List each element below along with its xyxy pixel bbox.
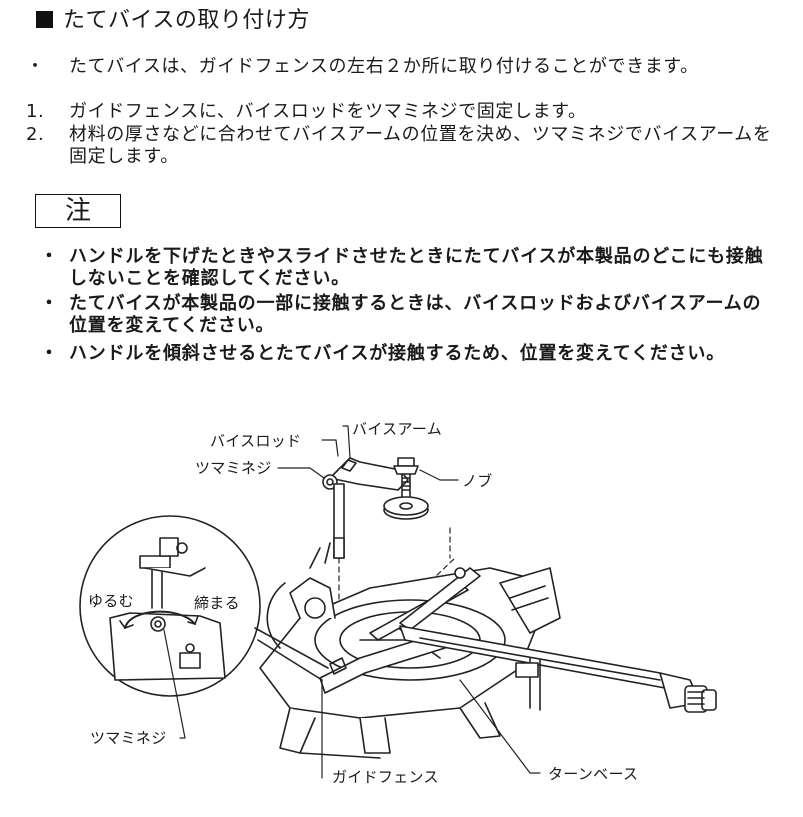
caution-text: たてバイスが本製品の一部に接触するときは、バイスロッドおよびバイスアームの位置を… <box>69 293 762 336</box>
label-tighten: 締まる <box>194 594 240 612</box>
label-loosen: ゆるむ <box>88 592 134 610</box>
label-vise-rod: バイスロッド <box>210 432 302 450</box>
section-title: たてバイスの取り付け方 <box>36 6 310 36</box>
title-square-icon <box>36 11 53 28</box>
step-2: 2. 材料の厚さなどに合わせてバイスアームの位置を決め、ツマミネジでバイスアーム… <box>26 124 776 168</box>
leader-lines <box>163 425 541 779</box>
step-text: たてバイスは、ガイドフェンスの左右２か所に取り付けることができます。 <box>69 56 699 77</box>
label-knob: ノブ <box>462 472 493 490</box>
label-knob-screw-top: ツマミネジ <box>195 459 272 477</box>
section-title-text: たてバイスの取り付け方 <box>63 8 310 33</box>
step-1: 1. ガイドフェンスに、バイスロッドをツマミネジで固定します。 <box>26 101 776 123</box>
caution-text: ハンドルを下げたときやスライドさせたときにたてバイスが本製品のどこにも接触しない… <box>69 246 764 289</box>
caution-item: ・ ハンドルを傾斜させるとたてバイスが接触するため、位置を変えてください。 <box>26 343 776 365</box>
vise-installation-figure: バイスロッド バイスアーム ツマミネジ ノブ ゆるむ 締まる ツマミネジ ガイド… <box>60 418 760 813</box>
step-text: ガイドフェンスに、バイスロッドをツマミネジで固定します。 <box>69 101 587 122</box>
label-turn-base: ターンベース <box>548 765 639 783</box>
step-mark: 1. <box>26 101 45 122</box>
label-knob-screw-bottom: ツマミネジ <box>90 729 167 747</box>
caution-text: ハンドルを傾斜させるとたてバイスが接触するため、位置を変えてください。 <box>69 343 726 364</box>
step-mark: 2. <box>26 124 45 145</box>
caution-mark: ・ <box>40 343 59 364</box>
label-guide-fence: ガイドフェンス <box>332 768 439 786</box>
caution-label: 注 <box>35 194 121 228</box>
machine-body-drawing <box>259 542 717 759</box>
caution-item: ・ たてバイスが本製品の一部に接触するときは、バイスロッドおよびバイスアームの位… <box>26 293 776 337</box>
vise-assembly-drawing <box>322 457 429 559</box>
step-text: 材料の厚さなどに合わせてバイスアームの位置を決め、ツマミネジでバイスアームを固定… <box>69 124 772 167</box>
caution-item: ・ ハンドルを下げたときやスライドさせたときにたてバイスが本製品のどこにも接触し… <box>26 246 776 290</box>
step-mark: ・ <box>26 56 45 77</box>
miter-saw-illustration <box>79 425 717 779</box>
step-note: ・ たてバイスは、ガイドフェンスの左右２か所に取り付けることができます。 <box>26 56 776 78</box>
caution-mark: ・ <box>40 246 59 267</box>
caution-mark: ・ <box>40 293 59 314</box>
label-vise-arm: バイスアーム <box>352 420 443 438</box>
